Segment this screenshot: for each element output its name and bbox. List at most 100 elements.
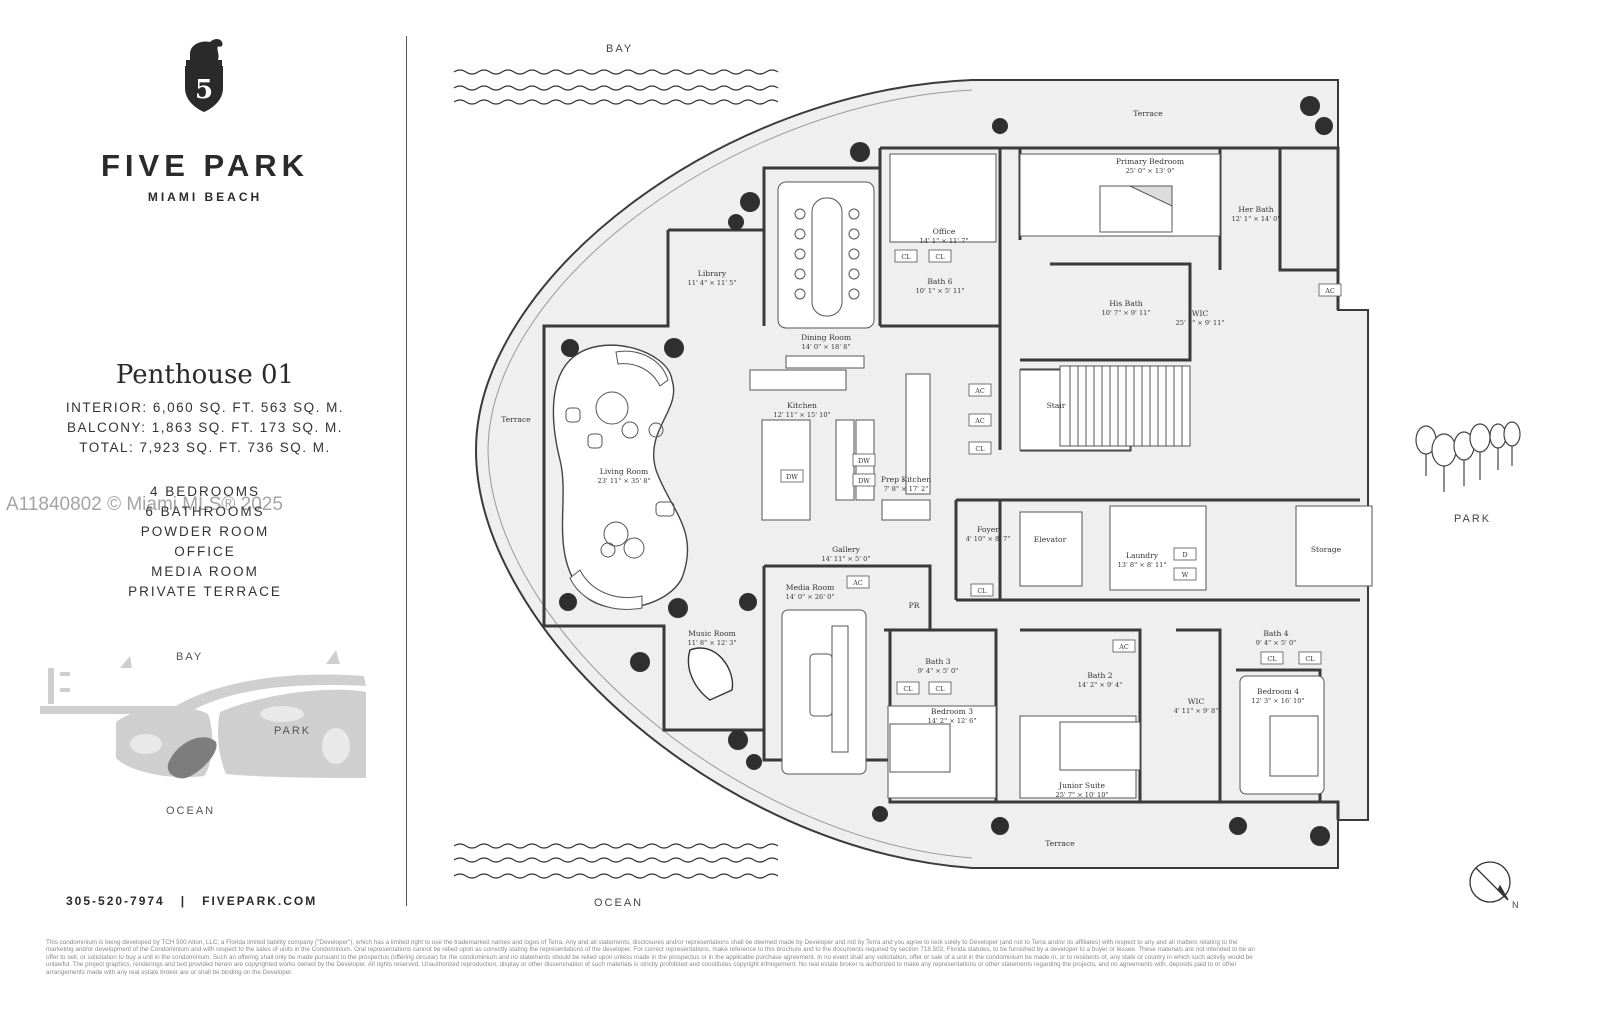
feature-item: 4 BEDROOMS [149,484,261,499]
room-dimensions: 11' 4" × 11' 5" [688,279,737,287]
fixture-tag: AC [974,387,985,395]
fixture-tag: DW [858,457,870,465]
disclaimer-line: unlawful. The project graphics, renderin… [46,961,1237,969]
area-balcony: BALCONY: 1,863 SQ. FT. 173 SQ. M. [66,420,344,435]
room-name: Junior Suite [1058,781,1105,790]
room-dimensions: 10' 7" × 9' 11" [1102,309,1151,317]
fixture-tag: CL [901,253,911,261]
fixture-box [852,473,876,487]
contact-line: 305-520-7974 | FIVEPARK.COM [66,894,317,908]
room-name: Bath 3 [925,657,950,666]
logo-emblem: 5 [180,36,228,114]
panel-divider [406,36,407,906]
legal-disclaimer: This condominium is being developed by T… [46,939,1526,976]
room-name: His Bath [1109,299,1143,308]
room-dimensions: 14' 0" × 26' 0" [786,593,835,601]
room-dimensions: 13' 8" × 8' 11" [1118,561,1167,569]
unit-title: Penthouse 01 [115,360,295,390]
room-name: Music Room [688,629,736,638]
living-room-rug [552,344,689,609]
room-name: Stair [1047,401,1066,410]
fixture-tag: AC [1118,643,1129,651]
room-name: Media Room [786,583,835,592]
room-dimensions: 11' 8" × 12' 3" [688,639,737,647]
room-name: Bath 4 [1263,629,1288,638]
room-name: Terrace [501,415,531,424]
mls-watermark: A11840802 © Miami MLS® 2025 [6,494,283,515]
keymap-ocean-label: OCEAN [166,805,215,817]
fixture-tag: W [1182,571,1189,579]
room-dimensions: 25' 0" × 13' 9" [1126,167,1175,175]
room-name: Primary Bedroom [1116,157,1184,166]
fixture-box [1318,283,1342,297]
fixture-tag: CL [1305,655,1315,663]
phone-number[interactable]: 305-520-7974 [66,894,165,908]
fixture-box [928,249,952,263]
room-name: Storage [1311,545,1342,554]
room-dimensions: 4' 11" × 9' 8" [1174,707,1219,715]
area-interior: INTERIOR: 6,060 SQ. FT. 563 SQ. M. [65,400,345,415]
room-dimensions: 7' 8" × 17' 2" [884,485,929,493]
fixture-box [896,681,920,695]
floor-plan: BAY OCEAN PARK [420,30,1580,920]
room-name: Bedroom 4 [1257,687,1299,696]
fixture-box [846,575,870,589]
bay-water [453,69,779,105]
website-link[interactable]: FIVEPARK.COM [202,894,318,908]
room-name: Foyer [977,525,999,534]
fixture-tag: CL [903,685,913,693]
room-dimensions: 9' 4" × 5' 0" [1256,639,1296,647]
fixture-box [1112,639,1136,653]
room-name: Bath 6 [927,277,952,286]
room-dimensions: 12' 11" × 15' 10" [773,411,830,419]
room-name: Laundry [1126,551,1159,560]
feature-item: OFFICE [174,544,236,559]
disclaimer-line: arrangements made with any real estate b… [46,968,293,976]
fixture-tag: CL [935,685,945,693]
room-name: Elevator [1034,535,1067,544]
room-name: Prep Kitchen [881,475,931,484]
fixture-box [968,413,992,427]
stair [1059,365,1191,447]
ocean-label: OCEAN [594,897,643,909]
ocean-water [453,843,779,879]
room-dimensions: 14' 0" × 18' 8" [802,343,851,351]
terrace-inner-edge [487,89,973,859]
room-name: WIC [1188,697,1205,706]
room-name: Gallery [832,545,861,554]
fixture-box [894,249,918,263]
feature-item: MEDIA ROOM [151,564,259,579]
room-name: Bedroom 3 [931,707,973,716]
room-dimensions: 14' 2" × 12' 6" [928,717,977,725]
area-total: TOTAL: 7,923 SQ. FT. 736 SQ. M. [79,440,331,455]
room-name: Library [698,269,727,278]
room-dimensions: 4' 10" × 8' 7" [966,535,1011,543]
disclaimer-line: marketing and/or development of the Cond… [46,946,1255,954]
room-dimensions: 23' 11" × 35' 8" [598,477,651,485]
brand-location: MIAMI BEACH [147,190,263,204]
room-name: Living Room [600,467,648,476]
fixture-tag: CL [1267,655,1277,663]
fixture-box [1298,651,1322,665]
piano [687,647,734,701]
living-room-furniture [565,350,675,610]
room-name: WIC [1192,309,1209,318]
fixture-box [970,583,994,597]
room-dimensions: 25' 7" × 10' 10" [1056,791,1109,799]
room-dimensions: 14' 2" × 9' 4" [1078,681,1123,689]
fixture-box [968,441,992,455]
fixture-box [1173,567,1197,581]
bay-label: BAY [606,43,633,55]
north-arrow [1469,861,1511,903]
logo-numeral: 5 [195,75,213,105]
fixture-tag: CL [977,587,987,595]
dining-table [794,197,860,317]
room-name: Office [933,227,956,236]
fixture-tag: DW [858,477,870,485]
park-trees [1415,421,1521,492]
fixture-box [852,453,876,467]
room-name: Kitchen [787,401,817,410]
fixture-tag: AC [852,579,863,587]
keymap-park-label: PARK [274,725,311,737]
fixture-box [1260,651,1284,665]
